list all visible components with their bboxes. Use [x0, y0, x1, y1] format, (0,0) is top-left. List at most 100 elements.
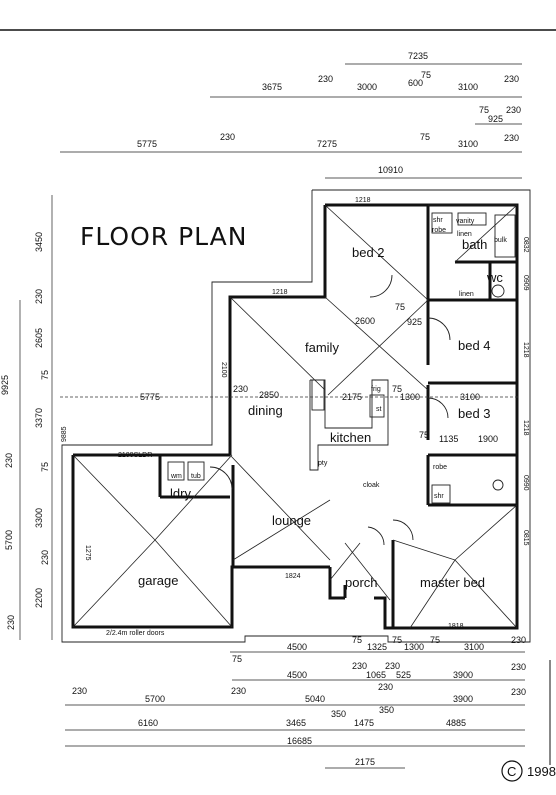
dim-230: 230 — [40, 550, 50, 565]
top-dimensions: 7235 3675 230 3000 600 75 3100 230 75 92… — [60, 51, 522, 179]
dim-75: 75 — [40, 462, 50, 472]
dim-1300: 1300 — [404, 642, 424, 652]
label-linen: linen — [459, 291, 474, 298]
dim-3100: 3100 — [460, 392, 480, 402]
dim-0815: 0815 — [522, 530, 529, 546]
dim-1218: 1218 — [355, 197, 371, 204]
dim-230: 230 — [385, 661, 400, 671]
dim-75: 75 — [352, 635, 362, 645]
dim-230: 230 — [352, 661, 367, 671]
dim-9925: 9925 — [0, 375, 10, 395]
door-swings — [209, 274, 451, 546]
dim-1218: 1218 — [522, 342, 529, 358]
dim-2200: 2200 — [34, 588, 44, 608]
dim-75: 75 — [479, 105, 489, 115]
dim-2605: 2605 — [34, 328, 44, 348]
dim-3100: 3100 — [458, 82, 478, 92]
room-label-bed-4: bed 4 — [458, 338, 491, 353]
dim-230: 230 — [4, 453, 14, 468]
dim-1900: 1900 — [478, 434, 498, 444]
label-fridge: frig — [371, 386, 381, 393]
dim-10910: 10910 — [378, 165, 403, 175]
dim-75: 75 — [395, 302, 405, 312]
dim-0832: 0832 — [522, 237, 529, 253]
dim-5700: 5700 — [4, 530, 14, 550]
dim-75: 75 — [392, 635, 402, 645]
dim-3000: 3000 — [357, 82, 377, 92]
room-label-master-bed: master bed — [420, 575, 485, 590]
dim-230: 230 — [233, 384, 248, 394]
dim-9885: 9885 — [61, 426, 68, 442]
dim-2100: 2100 — [220, 362, 227, 378]
dim-230: 230 — [506, 105, 521, 115]
dim-3900: 3900 — [453, 670, 473, 680]
dim-1325: 1325 — [367, 642, 387, 652]
dim-925: 925 — [407, 317, 422, 327]
dim-230: 230 — [511, 635, 526, 645]
copyright-symbol: C — [507, 764, 516, 779]
dim-1065: 1065 — [366, 670, 386, 680]
dim-230: 230 — [378, 682, 393, 692]
label-robe: robe — [432, 227, 446, 234]
label-cloak: cloak — [363, 482, 380, 489]
label-bulk: bulk — [494, 237, 507, 244]
dim-1218: 1218 — [272, 289, 288, 296]
dim-75: 75 — [421, 70, 431, 80]
label-roller-doors: 2/2.4m roller doors — [106, 630, 165, 637]
dim-230: 230 — [318, 74, 333, 84]
room-label-porch: porch — [345, 575, 378, 590]
dim-230: 230 — [504, 74, 519, 84]
dim-230: 230 — [511, 662, 526, 672]
dim-75: 75 — [419, 430, 429, 440]
dim-925: 925 — [488, 114, 503, 124]
dim-4500: 4500 — [287, 670, 307, 680]
label-robe: robe — [433, 464, 447, 471]
room-label-dining: dining — [248, 403, 283, 418]
room-label-bed-2: bed 2 — [352, 245, 385, 260]
dim-230: 230 — [231, 686, 246, 696]
dim-3465: 3465 — [286, 718, 306, 728]
dim-3300: 3300 — [34, 508, 44, 528]
dim-1818: 1818 — [448, 623, 464, 630]
label-shr: shr — [434, 493, 444, 500]
label-slider: 2100SLDR — [118, 452, 152, 459]
dim-5775: 5775 — [137, 139, 157, 149]
dim-600: 600 — [408, 78, 423, 88]
dim-1475: 1475 — [354, 718, 374, 728]
dim-1135: 1135 — [439, 434, 458, 444]
label-washing-machine: wm — [170, 473, 182, 480]
dim-3900: 3900 — [453, 694, 473, 704]
dim-7235: 7235 — [408, 51, 428, 61]
dim-230: 230 — [34, 289, 44, 304]
label-pantry: pty — [318, 460, 328, 467]
dim-3675: 3675 — [262, 82, 282, 92]
copyright-circle-icon — [501, 760, 523, 782]
dim-230: 230 — [504, 133, 519, 143]
bottom-dimensions: 4500 75 1325 75 1300 75 3100 230 75 230 … — [65, 635, 526, 769]
dim-1218: 1218 — [522, 420, 529, 436]
plan-title: FLOOR PLAN — [80, 222, 247, 251]
roof-outline — [61, 189, 531, 643]
dim-230: 230 — [72, 686, 87, 696]
room-label-kitchen: kitchen — [330, 430, 371, 445]
room-label-wc: wc — [486, 270, 503, 285]
dim-3100: 3100 — [458, 139, 478, 149]
label-shr: shr — [433, 217, 443, 224]
dim-350: 350 — [331, 709, 346, 719]
dim-230: 230 — [6, 615, 16, 630]
dim-2175: 2175 — [355, 757, 375, 767]
label-linen: linen — [457, 231, 472, 238]
copyright: C 1998 — [501, 760, 556, 782]
label-tub: tub — [191, 473, 201, 480]
room-label-garage: garage — [138, 573, 178, 588]
dim-16685: 16685 — [287, 736, 312, 746]
left-dimensions: 3450 230 2605 75 3370 9885 230 75 3300 5… — [0, 195, 68, 640]
dim-5040: 5040 — [305, 694, 325, 704]
roof-hip-lines — [72, 204, 518, 629]
dim-4885: 4885 — [446, 718, 466, 728]
dim-0909: 0909 — [522, 275, 529, 291]
dim-1824: 1824 — [285, 573, 301, 580]
dim-75: 75 — [430, 635, 440, 645]
room-label-ldry: ldry — [170, 486, 191, 501]
dim-75: 75 — [420, 132, 430, 142]
